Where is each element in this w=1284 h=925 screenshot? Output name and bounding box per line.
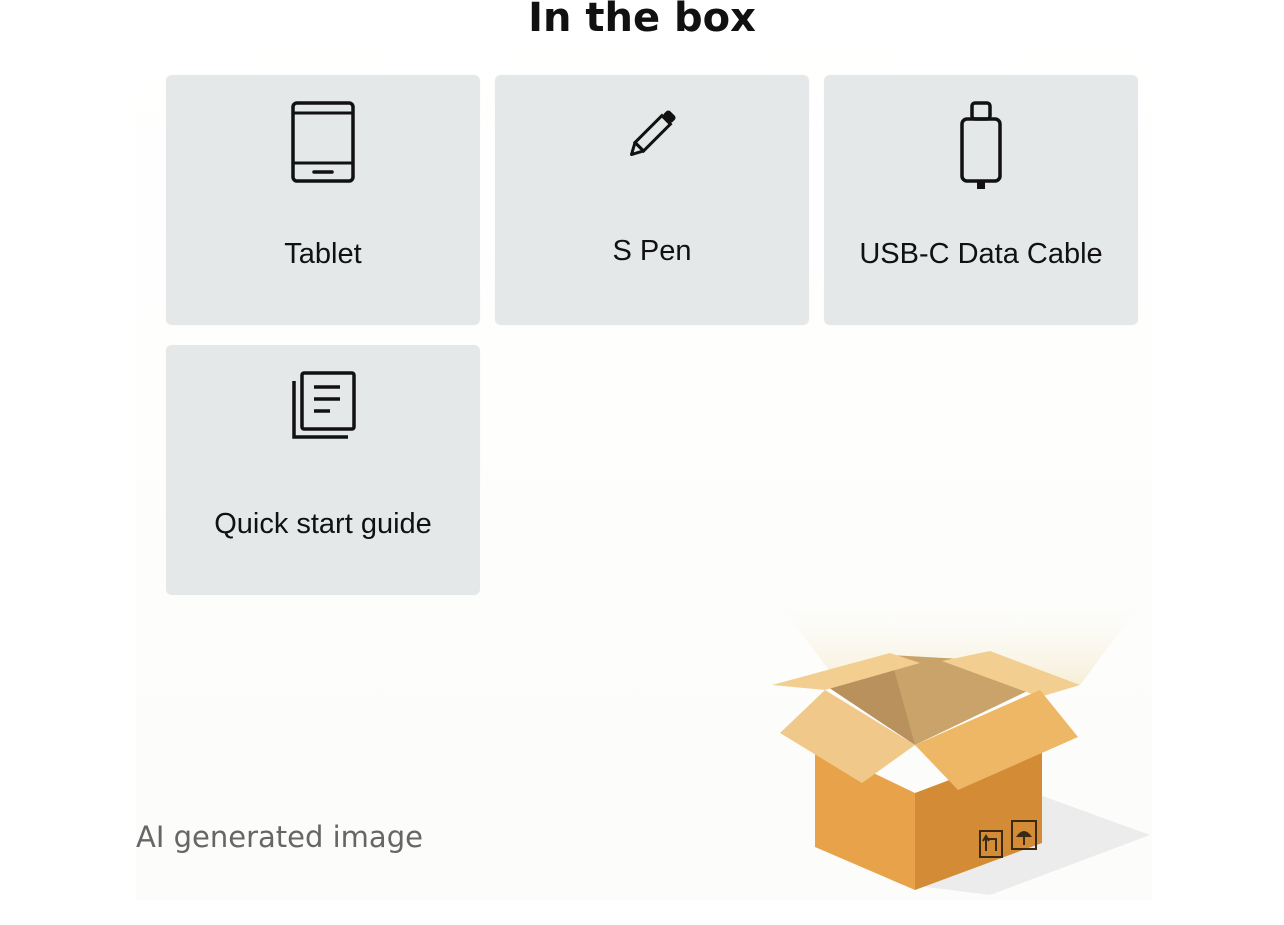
item-label: Tablet xyxy=(284,238,362,270)
page-title: In the box xyxy=(528,0,756,41)
tablet-icon xyxy=(166,99,480,199)
item-label: USB-C Data Cable xyxy=(859,238,1103,270)
ai-generated-note: AI generated image xyxy=(136,820,423,854)
pen-icon xyxy=(495,99,809,199)
item-card-s-pen: S Pen xyxy=(495,75,809,325)
open-box-illustration xyxy=(760,585,1160,910)
item-card-quick-start-guide: Quick start guide xyxy=(166,345,480,595)
item-label: S Pen xyxy=(612,235,692,267)
item-card-tablet: Tablet xyxy=(166,75,480,325)
document-icon xyxy=(166,369,480,469)
item-card-usb-c-data-cable: USB-C Data Cable xyxy=(824,75,1138,325)
item-label: Quick start guide xyxy=(214,508,432,540)
usb-cable-icon xyxy=(824,99,1138,199)
